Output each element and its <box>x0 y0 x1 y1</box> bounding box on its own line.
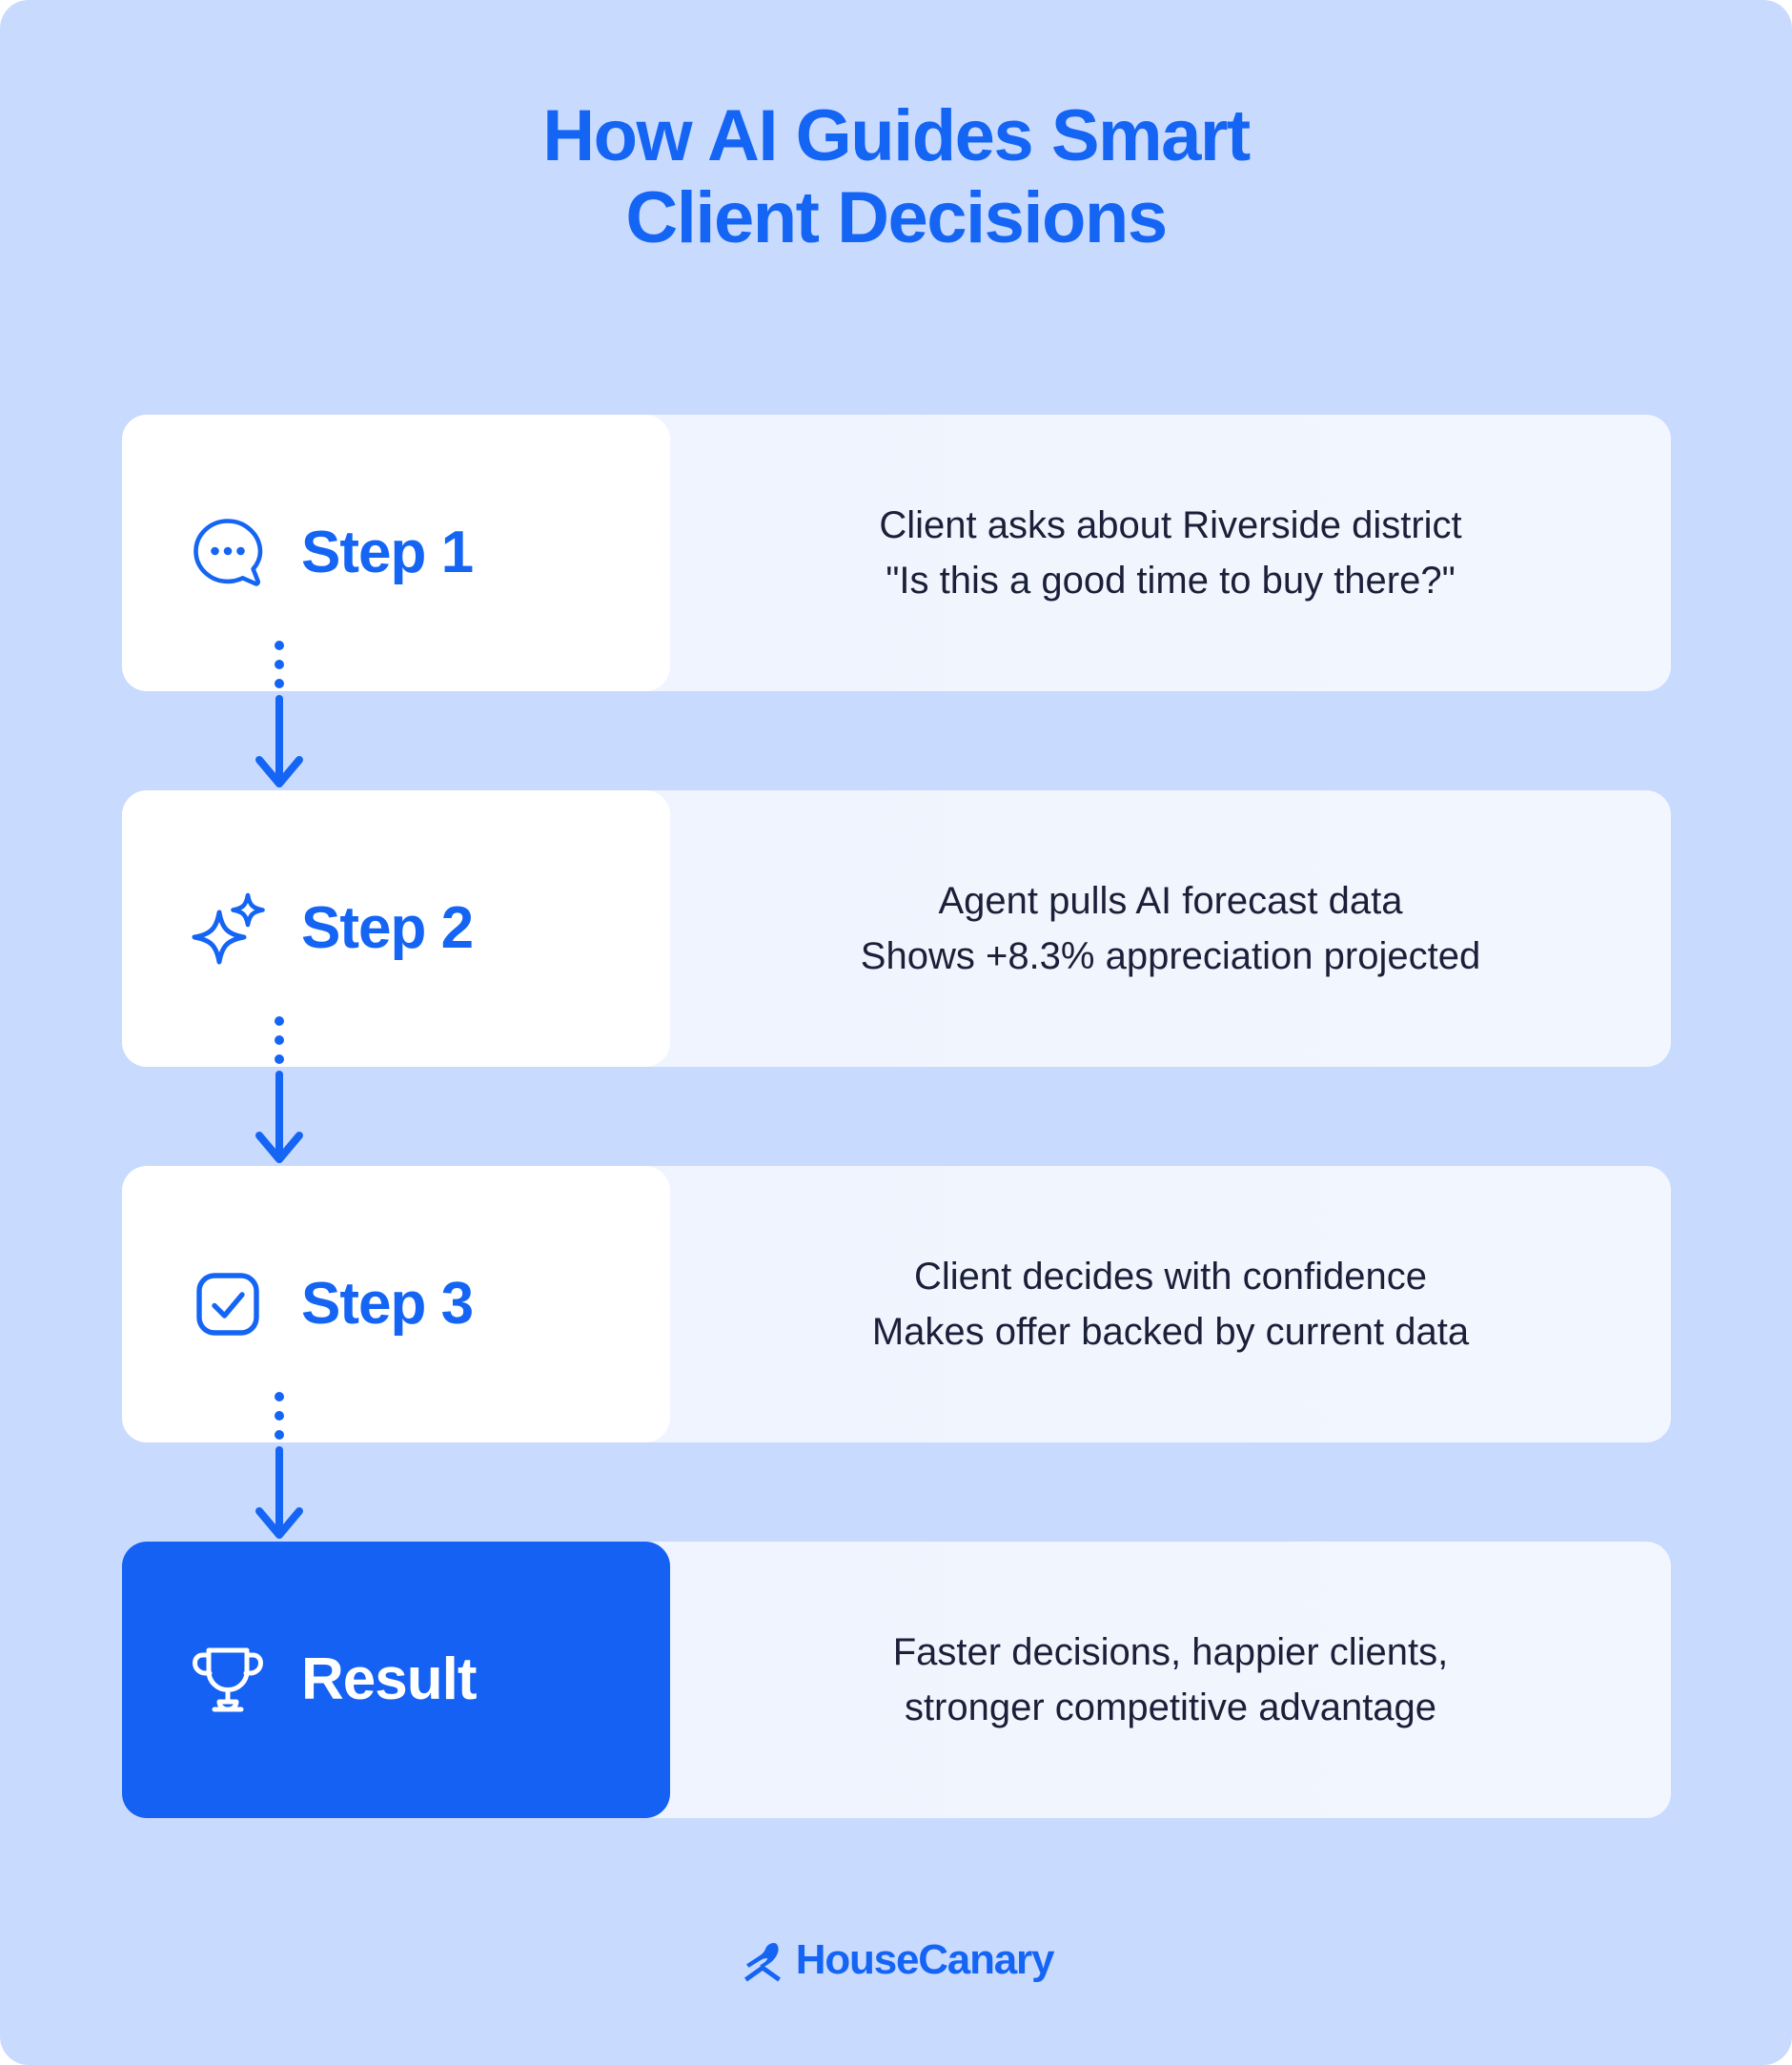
step-row: Agent pulls AI forecast data Shows +8.3%… <box>122 790 1671 1163</box>
step-description: Client decides with confidence Makes off… <box>670 1166 1671 1442</box>
step-description: Client asks about Riverside district "Is… <box>670 415 1671 691</box>
page-title-line-2: Client Decisions <box>625 177 1168 258</box>
canary-bird-icon <box>739 1935 788 1985</box>
step-description-line-2: "Is this a good time to buy there?" <box>886 560 1456 602</box>
page-title-line-1: How AI Guides Smart <box>542 95 1251 176</box>
trophy-icon <box>187 1639 269 1721</box>
step-chip-label: Step 1 <box>301 520 474 585</box>
step-row: Client asks about Riverside district "Is… <box>122 415 1671 787</box>
step-description-line-2: Shows +8.3% appreciation projected <box>860 935 1481 977</box>
step-chip[interactable]: Step 3 <box>122 1166 670 1442</box>
footer-logo: HouseCanary <box>0 1935 1792 1985</box>
steps-list: Client asks about Riverside district "Is… <box>122 415 1671 1818</box>
result-chip[interactable]: Result <box>122 1542 670 1818</box>
step-description-line-1: Client decides with confidence <box>913 1256 1428 1298</box>
step-chip-label: Step 3 <box>301 1271 474 1337</box>
step-description: Faster decisions, happier clients, stron… <box>670 1542 1671 1818</box>
brand-name: HouseCanary <box>795 1936 1055 1983</box>
sparkles-icon <box>187 888 269 970</box>
step-description-line-1: Faster decisions, happier clients, <box>892 1631 1449 1673</box>
step-chip[interactable]: Step 2 <box>122 790 670 1067</box>
step-chip[interactable]: Step 1 <box>122 415 670 691</box>
step-connector-arrow <box>253 640 306 792</box>
step-row: Client decides with confidence Makes off… <box>122 1166 1671 1539</box>
page-title: How AI Guides Smart Client Decisions <box>0 95 1792 259</box>
step-description-line-2: stronger competitive advantage <box>904 1687 1437 1728</box>
step-description-line-2: Makes offer backed by current data <box>871 1311 1470 1353</box>
step-chip-label: Step 2 <box>301 895 474 961</box>
step-connector-arrow <box>253 1015 306 1168</box>
step-description-line-1: Client asks about Riverside district <box>879 504 1462 546</box>
checkbox-check-icon <box>187 1263 269 1345</box>
step-description-line-1: Agent pulls AI forecast data <box>938 880 1403 922</box>
step-connector-arrow <box>253 1391 306 1544</box>
chat-bubble-dots-icon <box>187 512 269 594</box>
step-row-result: Faster decisions, happier clients, stron… <box>122 1542 1671 1818</box>
step-description: Agent pulls AI forecast data Shows +8.3%… <box>670 790 1671 1067</box>
result-chip-label: Result <box>301 1646 477 1712</box>
